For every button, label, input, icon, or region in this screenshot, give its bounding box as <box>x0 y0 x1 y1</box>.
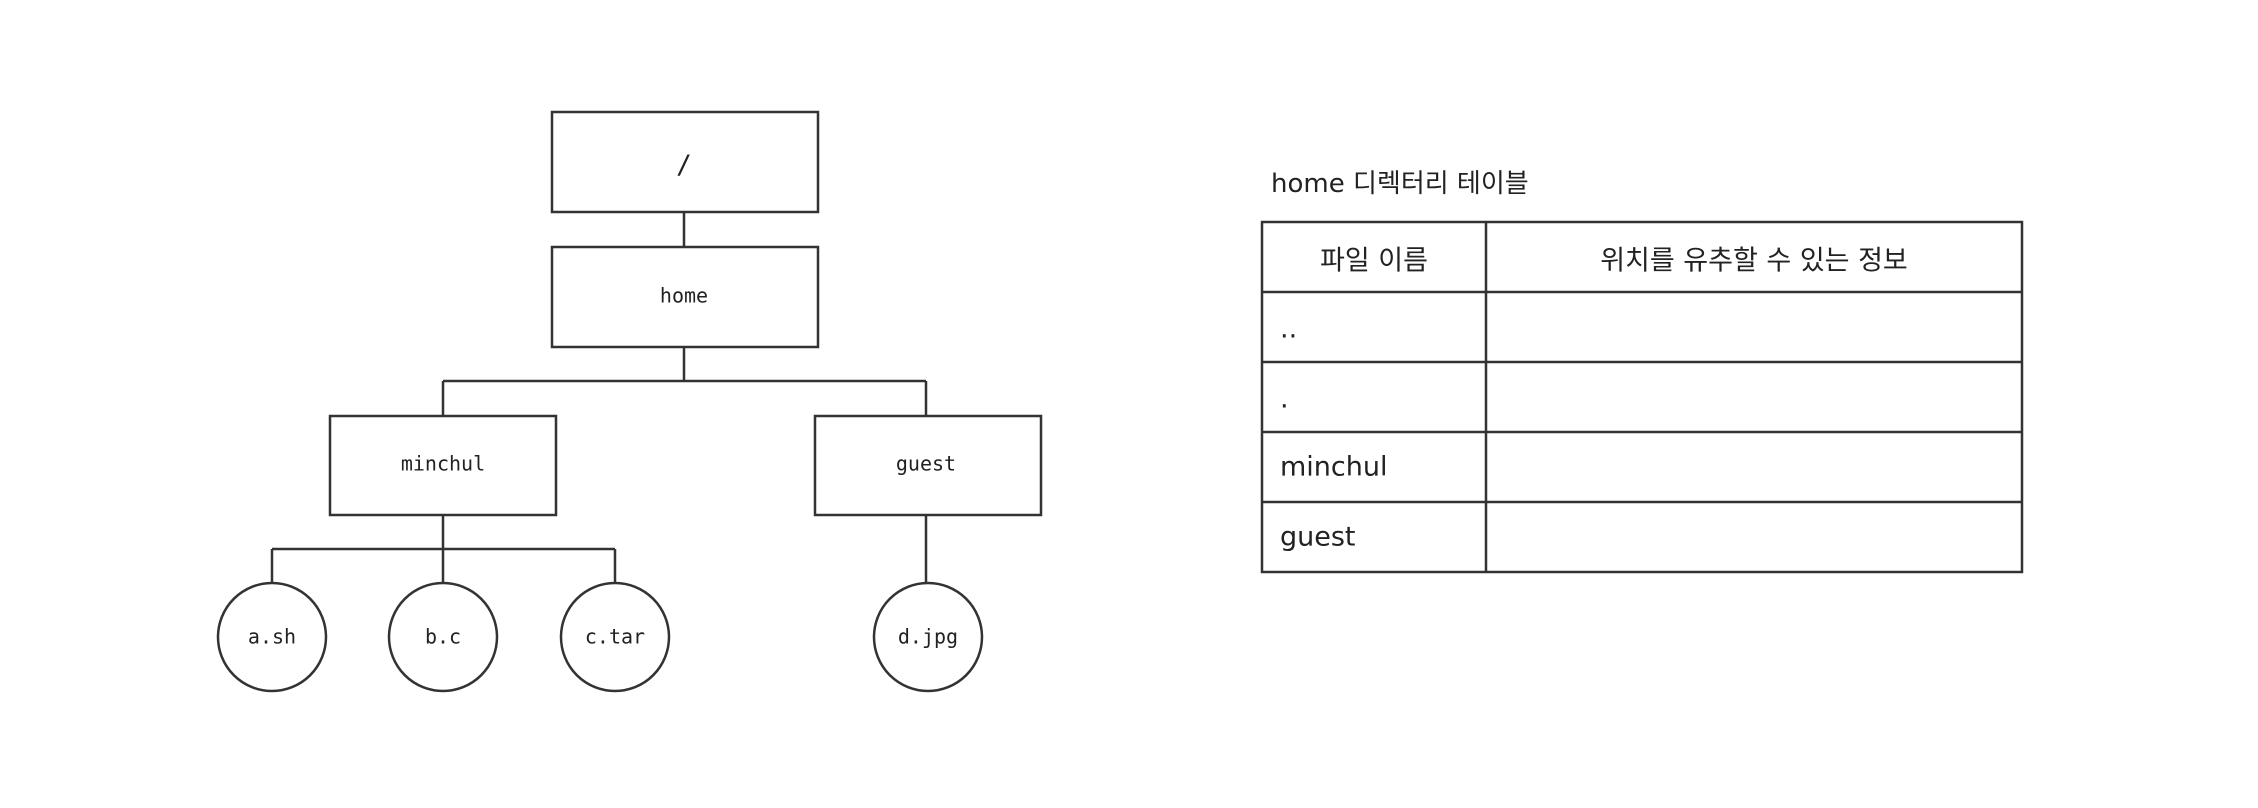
dir-node-box <box>550 110 820 214</box>
tree-connectors <box>270 212 928 582</box>
dir-node-label: guest <box>896 452 956 476</box>
file-node-label: a.sh <box>248 625 296 649</box>
file-node-c-tar: c.tar <box>559 581 671 693</box>
dir-node-label: home <box>660 284 708 308</box>
dir-node-box <box>328 414 558 517</box>
dir-node-guest: guest <box>813 414 1043 517</box>
table-title: home 디렉터리 테이블 <box>1271 169 1529 199</box>
file-node-circle <box>559 581 671 693</box>
dir-node-box <box>550 245 820 349</box>
table-cell-filename: minchul <box>1280 452 1388 483</box>
table-cell-filename: . <box>1280 384 1289 415</box>
table-row: . <box>1280 384 1289 415</box>
table-header-location-info: 위치를 유추할 수 있는 정보 <box>1600 246 1908 277</box>
table-row: minchul <box>1280 452 1388 483</box>
table-row: guest <box>1280 522 1356 553</box>
file-node-circle <box>872 581 984 693</box>
dir-node-home: home <box>550 245 820 349</box>
directory-table: home 디렉터리 테이블 파일 이름 위치를 유추할 수 있는 정보 .. .… <box>1260 169 2024 574</box>
dir-node-box <box>813 414 1043 517</box>
file-node-circle <box>387 581 499 693</box>
table-row: .. <box>1280 314 1297 345</box>
file-node-label: b.c <box>425 625 461 649</box>
table-header-filename: 파일 이름 <box>1320 246 1428 277</box>
dir-node-label: minchul <box>401 452 485 476</box>
table-cell-filename: guest <box>1280 522 1356 553</box>
table-cell-filename: .. <box>1280 314 1297 345</box>
file-node-a-sh: a.sh <box>216 581 328 693</box>
file-node-b-c: b.c <box>387 581 499 693</box>
dir-node-minchul: minchul <box>328 414 558 517</box>
file-node-label: c.tar <box>585 625 645 649</box>
table-frame <box>1260 220 2024 574</box>
table-header-row: 파일 이름 위치를 유추할 수 있는 정보 <box>1320 246 1908 277</box>
dir-node-root: / <box>550 110 820 214</box>
file-node-circle <box>216 581 328 693</box>
file-node-label: d.jpg <box>898 625 958 649</box>
dir-node-label: / <box>676 151 692 181</box>
file-node-d-jpg: d.jpg <box>872 581 984 693</box>
